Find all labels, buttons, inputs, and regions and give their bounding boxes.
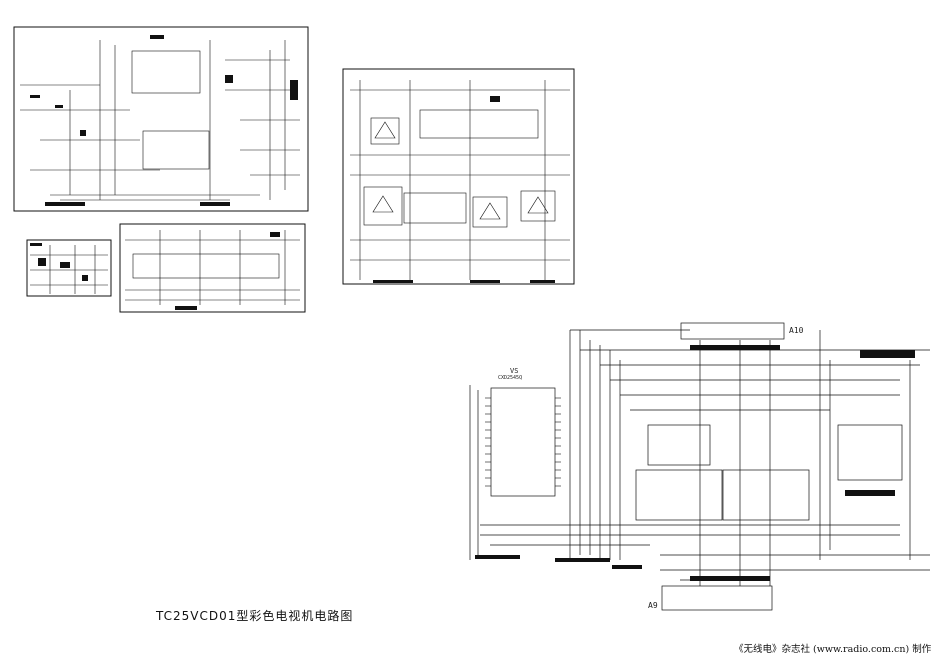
board-audio-amplifier [13, 26, 309, 212]
diagram-caption: TC25VCD01型彩色电视机电路图 [156, 607, 353, 624]
credit-suffix: 制作 [912, 644, 932, 655]
decoder-chip-outline [490, 387, 556, 497]
publisher-credit: 《无线电》杂志社 (www.radio.com.cn) 制作 [734, 641, 931, 655]
credit-magazine: 《无线电》杂志社 [734, 644, 811, 655]
caption-model: TC25VCD01 [156, 609, 237, 623]
board-signal-switch [342, 68, 575, 285]
caption-title: 型彩色电视机电路图 [236, 609, 354, 623]
board-processor [119, 223, 306, 313]
connector-label-top: A10 [789, 326, 804, 335]
board-small-module [26, 239, 112, 297]
credit-url: (www.radio.com.cn) [813, 644, 910, 655]
decoder-chip-part: CXD2545Q [498, 375, 523, 381]
connector-label-bottom: A9 [648, 601, 658, 610]
decoder-chip-label: VS [510, 367, 519, 375]
